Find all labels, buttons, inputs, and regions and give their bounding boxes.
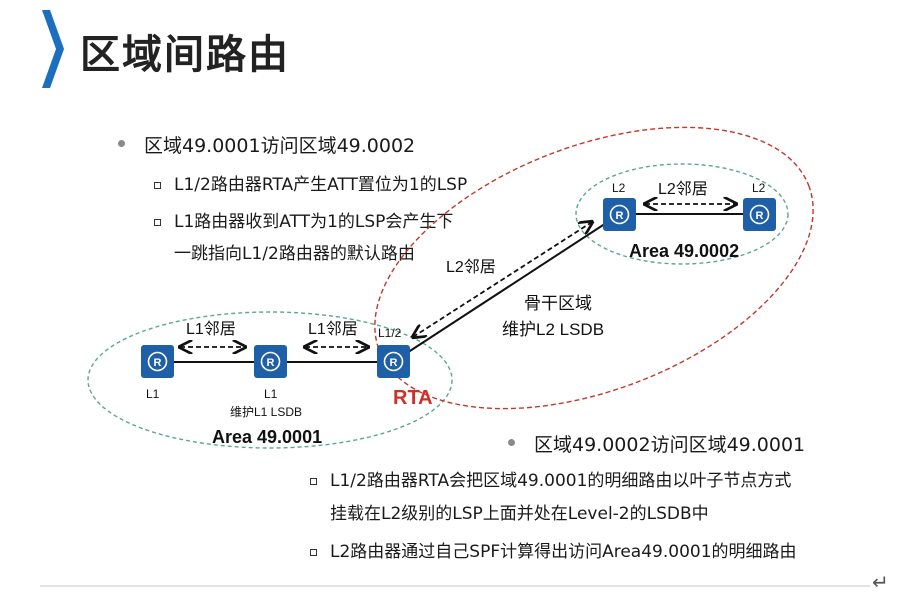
- section2-item: L1/2路由器RTA会把区域49.0001的明细路由以叶子节点方式: [310, 466, 791, 497]
- chevron-right-icon: [42, 10, 64, 88]
- rta-level-label: L1/2: [378, 326, 402, 340]
- r3-level-label: L2: [612, 181, 626, 195]
- backbone-lsdb-label: 维护L2 LSDB: [502, 320, 604, 339]
- router-icon: R: [141, 345, 174, 378]
- l2-neighbor-label-top: L2邻居: [658, 180, 708, 198]
- backbone-label: 骨干区域: [524, 294, 592, 313]
- bullet-dot: [508, 439, 515, 446]
- r2-note-label: 维护L1 LSDB: [230, 405, 302, 419]
- footer-divider: [40, 585, 870, 587]
- section1-item-continued: 一跳指向L1/2路由器的默认路由: [174, 244, 415, 264]
- area2-boundary: [575, 163, 789, 265]
- page-title: 区域间路由: [80, 32, 290, 78]
- square-bullet-icon: [154, 182, 161, 189]
- svg-text:R: R: [267, 357, 275, 369]
- svg-text:R: R: [390, 357, 398, 369]
- section2-item: L2路由器通过自己SPF计算得出访问Area49.0001的明细路由: [310, 537, 797, 568]
- svg-text:R: R: [154, 357, 162, 369]
- section2-bullet-text: 区域49.0002访问区域49.0001: [534, 434, 806, 456]
- r4-level-label: L2: [752, 181, 766, 195]
- router-icon: R: [743, 198, 776, 231]
- bullet-dot: [118, 140, 125, 147]
- area2-label: Area 49.0002: [629, 241, 739, 261]
- area1-boundary: [87, 311, 453, 449]
- section1-item: L1路由器收到ATT为1的LSP会产生下: [154, 207, 453, 238]
- square-bullet-icon: [310, 549, 317, 556]
- square-bullet-icon: [154, 219, 161, 226]
- section1-bullet-text: 区域49.0001访问区域49.0002: [144, 135, 416, 157]
- router-icon: R: [603, 198, 636, 231]
- section2-item-continued: 挂载在L2级别的LSP上面并处在Level-2的LSDB中: [330, 504, 709, 524]
- r2-level-label: L1: [264, 387, 278, 401]
- r1-level-label: L1: [146, 387, 160, 401]
- section1-item: L1/2路由器RTA产生ATT置位为1的LSP: [154, 170, 467, 201]
- router-icon: R: [377, 345, 410, 378]
- l2-neighbor-arrow-diag: [413, 222, 592, 337]
- l2-neighbor-label-diag: L2邻居: [446, 258, 496, 276]
- svg-text:R: R: [756, 210, 764, 222]
- rta-label: RTA: [393, 387, 433, 409]
- area1-label: Area 49.0001: [212, 427, 322, 447]
- l1-neighbor-label-a: L1邻居: [186, 320, 236, 338]
- backbone-boundary: [374, 126, 814, 410]
- section2-bullet: 区域49.0002访问区域49.0001: [508, 430, 806, 457]
- square-bullet-icon: [310, 478, 317, 485]
- svg-text:R: R: [616, 210, 624, 222]
- router-icon: R: [254, 345, 287, 378]
- section1-bullet: 区域49.0001访问区域49.0002: [118, 131, 416, 158]
- l1-neighbor-label-b: L1邻居: [308, 320, 358, 338]
- link-rta-r3: [392, 213, 621, 363]
- return-icon: ↵: [872, 570, 889, 594]
